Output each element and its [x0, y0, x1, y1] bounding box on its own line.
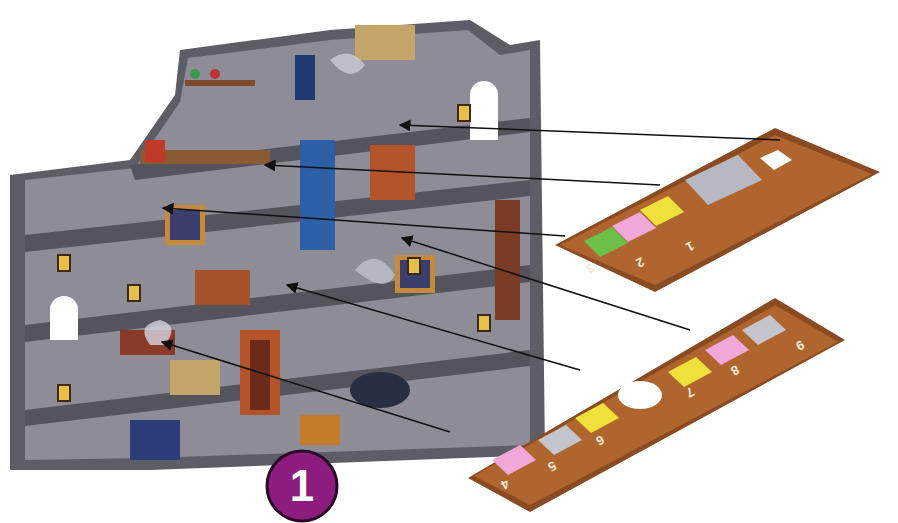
callout-number: 1: [267, 451, 337, 521]
callout-disc: [267, 451, 337, 521]
upper-floor-piece: [555, 128, 880, 292]
middle-floor-piece: [468, 298, 845, 512]
wall-panel: [10, 20, 545, 470]
leader-lines: [162, 125, 780, 432]
